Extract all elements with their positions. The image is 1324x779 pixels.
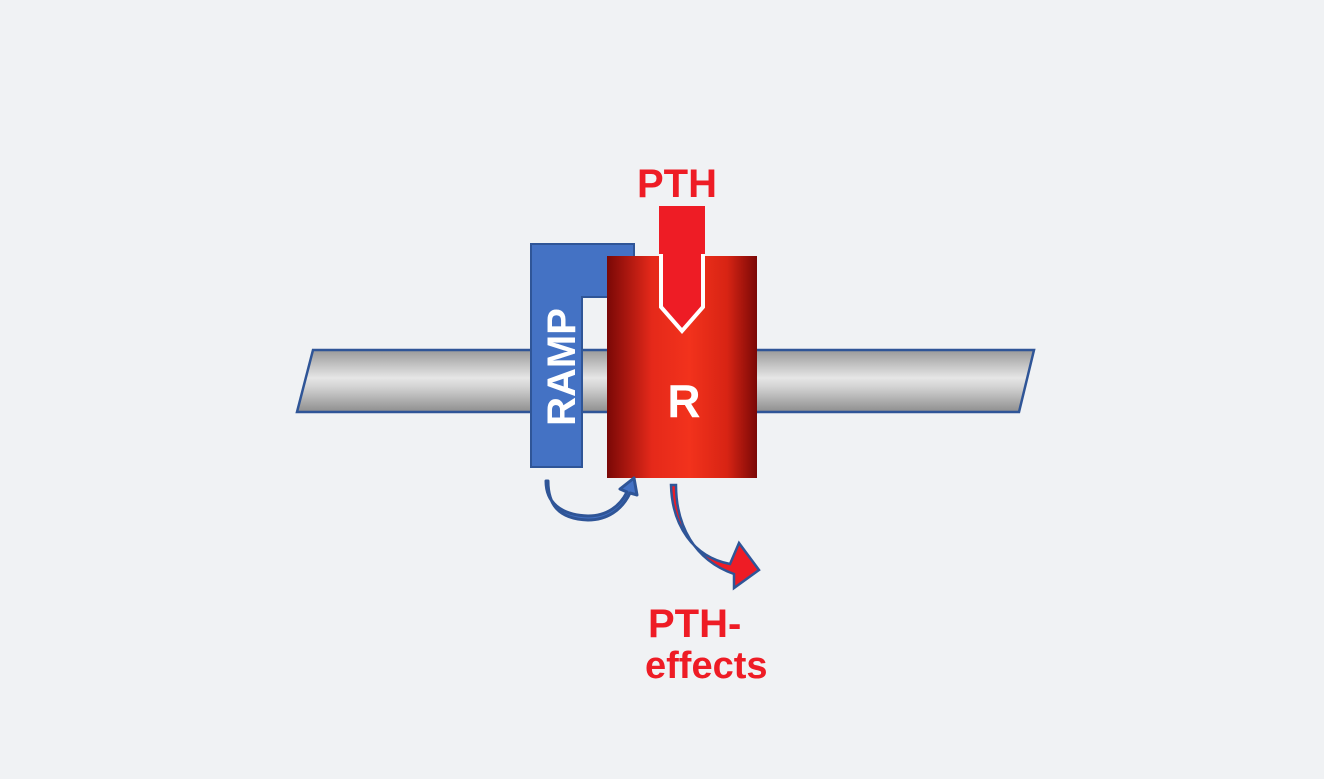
receptor-label: R	[667, 375, 700, 427]
ramp-label: RAMP	[540, 308, 584, 426]
ramp-to-receptor-arrow	[544, 476, 639, 522]
pth-label: PTH	[637, 162, 717, 206]
ramp-protein	[530, 243, 635, 468]
pth-ligand-stem-cap	[659, 206, 705, 254]
effects-label-line2: effects	[645, 645, 768, 687]
effects-arrow	[669, 483, 761, 591]
effects-label-line1: PTH-	[648, 602, 741, 646]
